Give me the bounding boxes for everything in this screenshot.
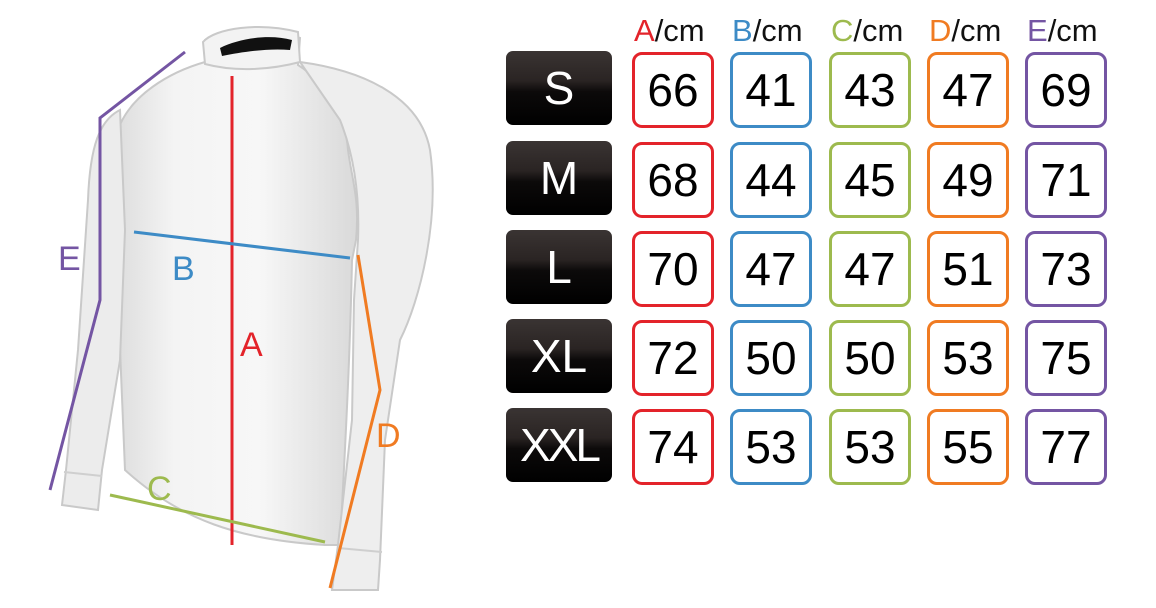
- column-letter: A: [634, 13, 655, 48]
- value-cell-d: 51: [927, 231, 1009, 307]
- value-cell-e: 71: [1025, 142, 1107, 218]
- column-header-e: E/cm: [1027, 12, 1098, 50]
- label-b: B: [172, 250, 195, 288]
- value-cell-e: 77: [1025, 409, 1107, 485]
- column-header-d: D/cm: [929, 12, 1001, 50]
- value-cell-b: 50: [730, 320, 812, 396]
- column-header-a: A/cm: [634, 12, 705, 50]
- column-unit: /cm: [853, 13, 904, 48]
- value-cell-e: 73: [1025, 231, 1107, 307]
- left-cuff-seam: [63, 471, 103, 477]
- column-letter: D: [929, 13, 952, 48]
- value-cell-e: 69: [1025, 52, 1107, 128]
- value-cell-d: 49: [927, 142, 1009, 218]
- value-cell-c: 45: [829, 142, 911, 218]
- right-cuff-seam: [337, 547, 383, 553]
- value-cell-a: 70: [632, 231, 714, 307]
- column-header-b: B/cm: [732, 12, 803, 50]
- value-cell-d: 53: [927, 320, 1009, 396]
- size-label-xl: XL: [506, 319, 612, 393]
- size-label-m: M: [506, 141, 612, 215]
- value-cell-c: 50: [829, 320, 911, 396]
- column-letter: C: [831, 13, 854, 48]
- column-header-c: C/cm: [831, 12, 903, 50]
- label-d: D: [376, 417, 401, 455]
- value-cell-c: 47: [829, 231, 911, 307]
- measure-line-e: [48, 50, 186, 491]
- value-cell-a: 66: [632, 52, 714, 128]
- shirt-diagram: A B C D E: [48, 26, 434, 591]
- value-cell-a: 74: [632, 409, 714, 485]
- value-cell-b: 41: [730, 52, 812, 128]
- size-label-l: L: [506, 230, 612, 304]
- value-cell-c: 53: [829, 409, 911, 485]
- value-cell-b: 47: [730, 231, 812, 307]
- value-cell-c: 43: [829, 52, 911, 128]
- collar-opening: [220, 37, 292, 56]
- shirt-right-sleeve: [297, 60, 434, 591]
- size-label-s: S: [506, 51, 612, 125]
- value-cell-a: 68: [632, 142, 714, 218]
- measure-line-b: [133, 230, 351, 260]
- column-letter: E: [1027, 13, 1048, 48]
- shirt-left-sleeve: [60, 108, 127, 512]
- value-cell-b: 44: [730, 142, 812, 218]
- value-cell-d: 55: [927, 409, 1009, 485]
- value-cell-b: 53: [730, 409, 812, 485]
- column-unit: /cm: [654, 13, 705, 48]
- label-e: E: [58, 240, 81, 278]
- measure-line-d: [328, 254, 382, 589]
- label-a: A: [240, 326, 263, 364]
- value-cell-e: 75: [1025, 320, 1107, 396]
- value-cell-a: 72: [632, 320, 714, 396]
- size-label-xxl: XXL: [506, 408, 612, 482]
- label-c: C: [147, 470, 172, 508]
- value-cell-d: 47: [927, 52, 1009, 128]
- column-unit: /cm: [951, 13, 1002, 48]
- column-unit: /cm: [752, 13, 803, 48]
- column-letter: B: [732, 13, 753, 48]
- column-unit: /cm: [1047, 13, 1098, 48]
- measure-line-c: [109, 493, 326, 544]
